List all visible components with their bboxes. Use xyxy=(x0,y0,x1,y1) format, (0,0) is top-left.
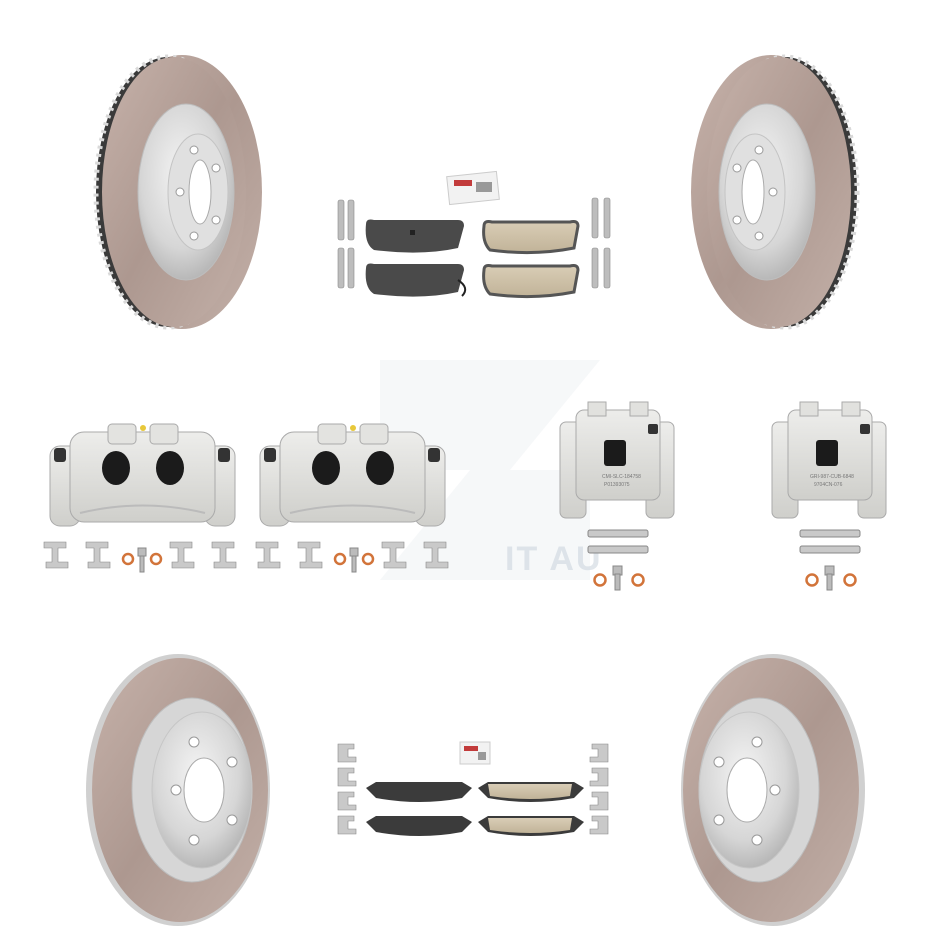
front-right-rotor xyxy=(688,52,863,332)
caliper-label-line1: CMI-SLC-184758 xyxy=(602,474,641,480)
lubricant-packet xyxy=(446,170,500,206)
lubricant-packet xyxy=(459,741,491,765)
rear-right-caliper: GRI-987-CUB-6848 9704CN-076 xyxy=(770,400,890,525)
front-pad-set xyxy=(330,738,620,848)
brand-watermark-text: IT AU xyxy=(505,540,603,578)
rear-left-caliper: CMI-SLC-184758 P01393075 xyxy=(558,400,678,525)
front-left-caliper xyxy=(40,418,245,533)
front-right-caliper xyxy=(250,418,455,533)
caliper-label-line2: 9704CN-076 xyxy=(814,482,843,488)
front-left-hardware-kit xyxy=(40,538,245,580)
rear-left-rotor xyxy=(80,650,275,930)
caliper-label-line1: GRI-987-CUB-6848 xyxy=(810,474,854,480)
front-left-rotor xyxy=(90,52,265,332)
rear-left-hardware-kit xyxy=(586,528,656,592)
front-right-hardware-kit xyxy=(252,538,457,580)
rear-right-rotor xyxy=(676,650,871,930)
rear-pad-set xyxy=(330,170,620,310)
caliper-label-line2: P01393075 xyxy=(604,482,630,488)
rear-right-hardware-kit xyxy=(798,528,868,592)
